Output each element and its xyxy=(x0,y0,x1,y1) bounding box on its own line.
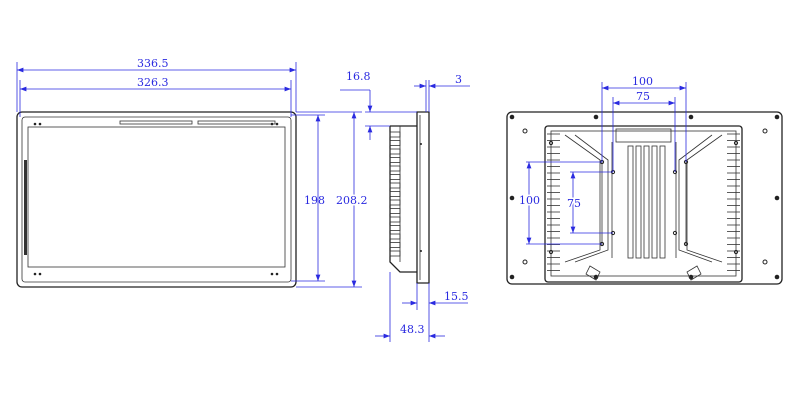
dim-vesa-outer-v: 100 xyxy=(519,194,540,207)
vesa-hole-icon xyxy=(548,249,554,255)
side-fin xyxy=(389,182,401,189)
dim-overall-depth: 48.3 xyxy=(400,323,425,336)
screw-hole-icon xyxy=(774,195,780,201)
side-fin xyxy=(389,250,401,257)
side-fin xyxy=(389,157,401,163)
side-fin xyxy=(389,225,401,231)
center-fin xyxy=(659,145,666,259)
center-fin xyxy=(651,145,658,259)
side-fin xyxy=(389,131,401,138)
center-fin xyxy=(635,145,642,259)
center-fin xyxy=(643,145,650,259)
side-fin xyxy=(389,199,401,206)
screw-hole-icon xyxy=(774,114,780,120)
dim-vesa-outer-h: 100 xyxy=(632,75,653,88)
dim-viewing-height: 198 xyxy=(304,194,325,207)
dim-bezel-thickness: 3 xyxy=(455,73,462,86)
side-fin xyxy=(389,233,401,240)
center-fin xyxy=(627,145,634,259)
side-view: 16.8 3 15.5 48.3 xyxy=(340,70,470,342)
side-fin xyxy=(389,174,401,180)
vesa-hole-icon xyxy=(733,140,739,146)
mount-hole-icon xyxy=(522,128,528,134)
vesa-hole-icon xyxy=(733,249,739,255)
screw-hole-icon xyxy=(509,195,515,201)
side-fin xyxy=(389,242,401,248)
mount-hole-icon xyxy=(762,128,768,134)
dim-vesa-inner-h: 75 xyxy=(636,90,650,103)
mount-hole-icon xyxy=(762,259,768,265)
front-view: 336.5 326.3 198 208.2 xyxy=(16,57,369,288)
dim-overall-width: 336.5 xyxy=(137,57,169,70)
dim-viewing-width: 326.3 xyxy=(137,76,169,89)
side-fin xyxy=(389,216,401,223)
dim-bezel-offset: 16.8 xyxy=(346,70,371,83)
dim-vesa-inner-v: 75 xyxy=(567,197,581,210)
side-fin xyxy=(389,140,401,146)
screw-hole-icon xyxy=(688,114,694,120)
screw-hole-icon xyxy=(593,114,599,120)
side-fin xyxy=(389,208,401,214)
dim-overall-height: 208.2 xyxy=(336,194,368,207)
screw-hole-icon xyxy=(509,114,515,120)
vesa-hole-icon xyxy=(672,230,678,236)
mount-hole-icon xyxy=(522,259,528,265)
dim-panel-depth: 15.5 xyxy=(444,290,469,303)
screw-hole-icon xyxy=(509,274,515,280)
screw-hole-icon xyxy=(774,274,780,280)
back-view: 100 75 100 75 xyxy=(506,75,783,285)
mount-rail xyxy=(601,142,687,258)
vesa-hole-icon xyxy=(683,241,689,247)
side-fin xyxy=(389,148,401,155)
side-fin xyxy=(389,165,401,172)
vesa-hole-icon xyxy=(548,140,554,146)
side-fin xyxy=(389,191,401,197)
